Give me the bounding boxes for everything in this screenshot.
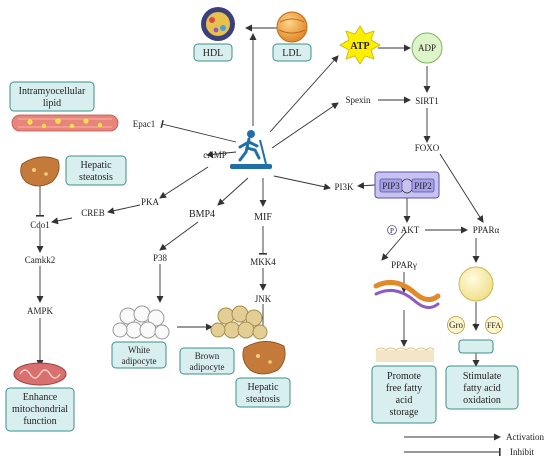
stimulate-ffa-label-3: oxidation (463, 395, 501, 406)
stimulate-ffa-label-2: fatty acid (463, 383, 500, 394)
brown-adipocyte-cluster-icon (210, 305, 268, 340)
hepatic-steatosis-top-label-1: Hepatic (80, 160, 112, 171)
brown-adipocyte-label-2: adipocyte (190, 362, 225, 372)
liver-icon (242, 341, 286, 375)
hepatic-steatosis-top-label-2: steatosis (79, 172, 113, 183)
sirt1-label: SIRT1 (415, 96, 438, 106)
brown-adipocyte-box (179, 347, 235, 375)
cdo1-label: Cdo1 (30, 220, 50, 230)
runner-treadmill-icon (230, 130, 272, 169)
lipid-storage-icon (375, 347, 435, 362)
intramyocellular-label-2: lipid (43, 98, 61, 109)
camp-label: cAMP (203, 150, 227, 160)
hepatic-steatosis-bottom-box (235, 377, 291, 408)
hepatic-steatosis-bottom-label-2: steatosis (246, 394, 280, 405)
hdl-box (193, 43, 233, 62)
legend-inhibit-label: Inhibit (510, 447, 534, 457)
pparg-label: PPARγ (391, 260, 417, 270)
pip2-label: PIP2 (414, 181, 432, 191)
enhance-mito-box (5, 387, 75, 432)
white-adipocyte-box (111, 341, 167, 369)
legend: Activation Inhibit (404, 432, 544, 457)
ldl-label: LDL (282, 48, 301, 59)
camkk2-label: Camkk2 (25, 255, 56, 265)
enhance-mito-label-1: Enhance (23, 392, 58, 403)
hepatic-steatosis-top-box (65, 155, 127, 186)
intramyocellular-lipid-box (9, 81, 95, 112)
atp-star (339, 25, 381, 65)
enhance-mito-label-2: mitochondrial (12, 404, 68, 415)
pip3-label: PIP3 (382, 181, 400, 191)
mif-label: MIF (254, 212, 272, 223)
epac1-label: Epac1 (133, 119, 156, 129)
brown-adipocyte-label-1: Brown (195, 351, 220, 361)
foxo-label: FOXO (415, 143, 440, 153)
white-adipocyte-label-2: adipocyte (122, 356, 157, 366)
pathway-arrows (36, 24, 484, 367)
adp-label: ADP (418, 43, 436, 53)
promote-ffa-label-4: storage (390, 407, 419, 418)
intramyocellular-label-1: Intramyocellular (19, 86, 86, 97)
phospho-badge (387, 225, 397, 235)
pi3k-label: PI3K (334, 182, 354, 192)
mitochondrion-icon (13, 362, 67, 386)
ldl-particle-icon (276, 11, 308, 43)
pka-label: PKA (141, 197, 160, 207)
ampk-label: AMPK (27, 306, 54, 316)
p38-label: P38 (153, 253, 168, 263)
promote-ffa-label-1: Promote (387, 371, 421, 382)
ffa-label: FFA (487, 321, 501, 330)
enhance-mito-label-3: function (23, 416, 56, 427)
dna-strand-icon (373, 279, 441, 309)
legend-activation-label: Activation (506, 432, 544, 442)
mkk4-label: MKK4 (250, 257, 276, 267)
pip3-chip (379, 178, 403, 193)
liver-icon (20, 156, 60, 187)
hdl-particle-icon (201, 7, 235, 41)
atp-label: ATP (350, 41, 369, 52)
ffa-circle (485, 316, 503, 334)
hepatic-steatosis-bottom-label-1: Hepatic (247, 382, 279, 393)
phospho-label: P (390, 227, 394, 235)
promote-ffa-label-3: acid (396, 395, 413, 406)
creb-label: CREB (81, 208, 105, 218)
pip2-chip (411, 178, 435, 193)
gro-circle (447, 316, 465, 334)
ppara-label: PPARα (473, 225, 500, 235)
stimulate-ffa-label-1: Stimulate (463, 371, 502, 382)
promote-ffa-label-2: free fatty (386, 383, 422, 394)
white-adipocyte-label-1: White (128, 345, 150, 355)
jnk-label: JNK (255, 294, 272, 304)
stimulate-ffa-box (445, 365, 519, 410)
white-adipocyte-cluster-icon (112, 305, 170, 340)
spexin-label: Spexin (345, 95, 371, 105)
promote-ffa-box (371, 365, 437, 424)
adp-circle (411, 32, 443, 64)
ldl-box (272, 43, 312, 62)
gro-ffa-area (458, 339, 494, 354)
bmp4-label: BMP4 (189, 209, 215, 220)
akt-label: AKT (401, 225, 420, 235)
muscle-fiber-icon (11, 114, 119, 132)
hdl-label: HDL (203, 48, 224, 59)
lipid-droplet-icon (458, 266, 494, 302)
gro-label: Gro (449, 320, 463, 330)
plus-label: + (472, 321, 478, 332)
